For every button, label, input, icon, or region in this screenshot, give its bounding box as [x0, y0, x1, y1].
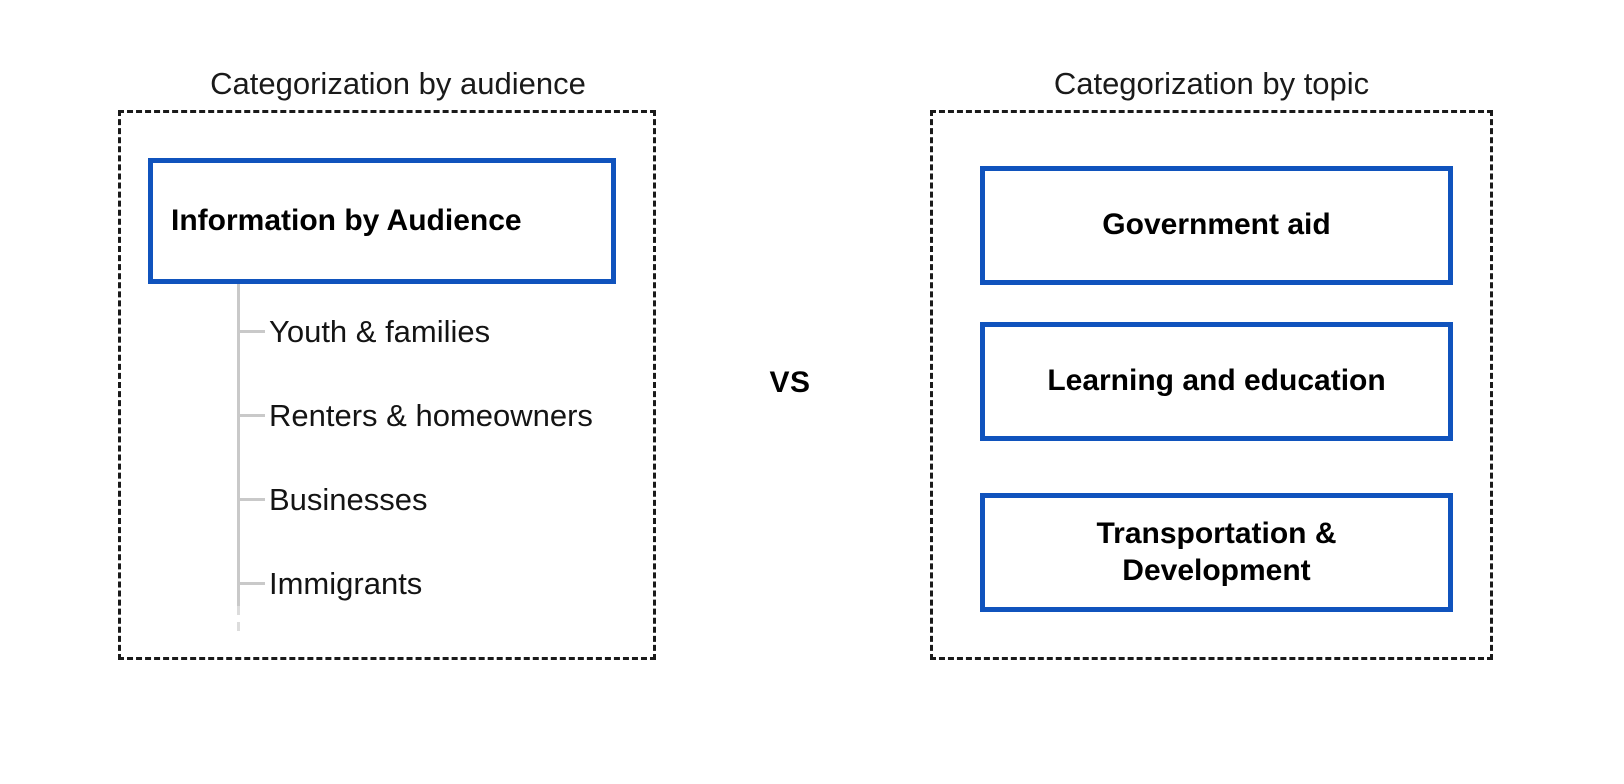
tree-item-youth-families[interactable]: Youth & families	[237, 310, 490, 352]
tree-item-renters-homeowners[interactable]: Renters & homeowners	[237, 394, 593, 436]
tree-branch-icon	[237, 497, 265, 501]
right-panel-dashed-container	[930, 110, 1493, 660]
left-panel-title: Categorization by audience	[210, 66, 586, 101]
tree-branch-icon	[237, 329, 265, 333]
right-panel-title: Categorization by topic	[1053, 66, 1370, 101]
topic-box-learning-and-education[interactable]: Learning and education	[980, 322, 1453, 441]
topic-box-transportation-development[interactable]: Transportation & Development	[980, 493, 1453, 612]
tree-item-businesses[interactable]: Businesses	[237, 478, 428, 520]
tree-branch-icon	[237, 581, 265, 585]
tree-spine-dashed-tail	[237, 606, 240, 638]
audience-tree: Youth & families Renters & homeowners Bu…	[148, 284, 648, 644]
topic-box-label: Government aid	[1102, 208, 1331, 242]
topic-box-government-aid[interactable]: Government aid	[980, 166, 1453, 285]
information-by-audience-box[interactable]: Information by Audience	[148, 158, 616, 284]
tree-item-label: Immigrants	[269, 565, 423, 601]
tree-spine-line	[237, 284, 240, 606]
left-panel-dashed-container	[118, 110, 656, 660]
topic-box-label: Learning and education	[1047, 364, 1386, 398]
tree-branch-icon	[237, 413, 265, 417]
tree-item-label: Businesses	[269, 481, 428, 517]
tree-item-label: Youth & families	[269, 313, 491, 349]
tree-item-immigrants[interactable]: Immigrants	[237, 562, 422, 604]
versus-label: VS	[769, 366, 811, 399]
tree-item-label: Renters & homeowners	[269, 397, 593, 433]
information-by-audience-label: Information by Audience	[171, 203, 522, 237]
topic-box-label: Transportation & Development	[1096, 516, 1337, 587]
